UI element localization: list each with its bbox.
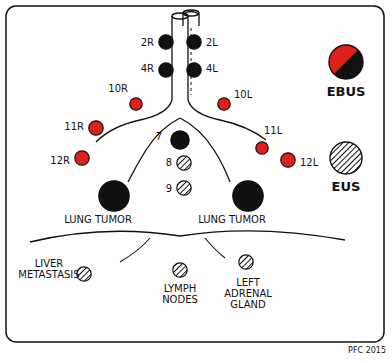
- station-circle: [176, 180, 192, 196]
- station-dot: [99, 181, 129, 211]
- station-dot: [177, 181, 191, 195]
- lymph-station: LUNG TUMOR: [98, 180, 130, 212]
- station-circle: [176, 155, 192, 171]
- station-label: 11L: [264, 125, 282, 136]
- station-circle: [129, 97, 143, 111]
- station-circle: [217, 97, 231, 111]
- station-dot: [173, 263, 187, 277]
- legend-circle: [330, 142, 362, 174]
- station-dot: [75, 151, 89, 165]
- station-label: 12R: [50, 155, 70, 166]
- legend-swatch: [328, 140, 364, 176]
- station-circle: [255, 141, 269, 155]
- station-label: LEFT ADRENAL GLAND: [221, 277, 275, 310]
- station-dot: [281, 153, 295, 167]
- station-dot: [159, 35, 173, 49]
- lymph-station: 11L: [255, 141, 269, 155]
- lymph-station: 2L: [186, 34, 202, 50]
- station-circle: [186, 34, 202, 50]
- lymph-station: 12R: [74, 150, 90, 166]
- station-circle: [98, 180, 130, 212]
- lymph-station: 7: [170, 130, 190, 150]
- station-dot: [187, 63, 201, 77]
- lymph-station: 10L: [217, 97, 231, 111]
- station-circle: [158, 34, 174, 50]
- station-label: 10R: [108, 83, 128, 94]
- signature: PFC 2015: [348, 346, 386, 355]
- station-label: 7: [156, 131, 162, 142]
- lymph-station: 4R: [158, 62, 174, 78]
- station-circle: [158, 62, 174, 78]
- station-dot: [171, 131, 189, 149]
- lymph-station: LUNG TUMOR: [232, 180, 264, 212]
- lymph-station: 9: [176, 180, 192, 196]
- station-dot: [256, 142, 268, 154]
- station-dot: [187, 35, 201, 49]
- legend-circle: [329, 45, 363, 79]
- legend-swatch: [327, 43, 365, 81]
- station-label: 4L: [206, 63, 218, 74]
- station-dot: [130, 98, 142, 110]
- station-dot: [159, 63, 173, 77]
- station-label: 10L: [234, 89, 252, 100]
- station-label: LYMPH NODES: [156, 283, 204, 305]
- lymph-station: LIVER METASTASIS: [76, 266, 92, 282]
- lymph-station: 8: [176, 155, 192, 171]
- station-circle: [170, 130, 190, 150]
- station-dot: [233, 181, 263, 211]
- station-circle: [186, 62, 202, 78]
- legend-half: [334, 50, 363, 79]
- station-label: LUNG TUMOR: [64, 214, 132, 225]
- lymph-station: 12L: [280, 152, 296, 168]
- lymph-station: 4L: [186, 62, 202, 78]
- station-circle: [88, 120, 104, 136]
- station-label: 2R: [141, 37, 154, 48]
- station-label: 11R: [64, 121, 84, 132]
- station-circle: [280, 152, 296, 168]
- station-circle: [232, 180, 264, 212]
- station-label: 9: [166, 183, 172, 194]
- station-label: 4R: [141, 63, 154, 74]
- station-dot: [218, 98, 230, 110]
- lymph-station: LEFT ADRENAL GLAND: [238, 254, 254, 270]
- station-label: 2L: [206, 37, 218, 48]
- legend-label: EBUS: [327, 84, 366, 99]
- station-circle: [74, 150, 90, 166]
- station-circle: [238, 254, 254, 270]
- station-dot: [89, 121, 103, 135]
- station-label: LUNG TUMOR: [198, 214, 266, 225]
- station-circle: [172, 262, 188, 278]
- station-dot: [239, 255, 253, 269]
- legend-label: EUS: [332, 179, 361, 194]
- lymph-station: 10R: [129, 97, 143, 111]
- lymph-station: LYMPH NODES: [172, 262, 188, 278]
- station-label: 8: [166, 157, 172, 168]
- station-label: LIVER METASTASIS: [10, 258, 88, 280]
- station-label: 12L: [300, 157, 318, 168]
- lymph-station: 2R: [158, 34, 174, 50]
- station-dot: [177, 156, 191, 170]
- lymph-station: 11R: [88, 120, 104, 136]
